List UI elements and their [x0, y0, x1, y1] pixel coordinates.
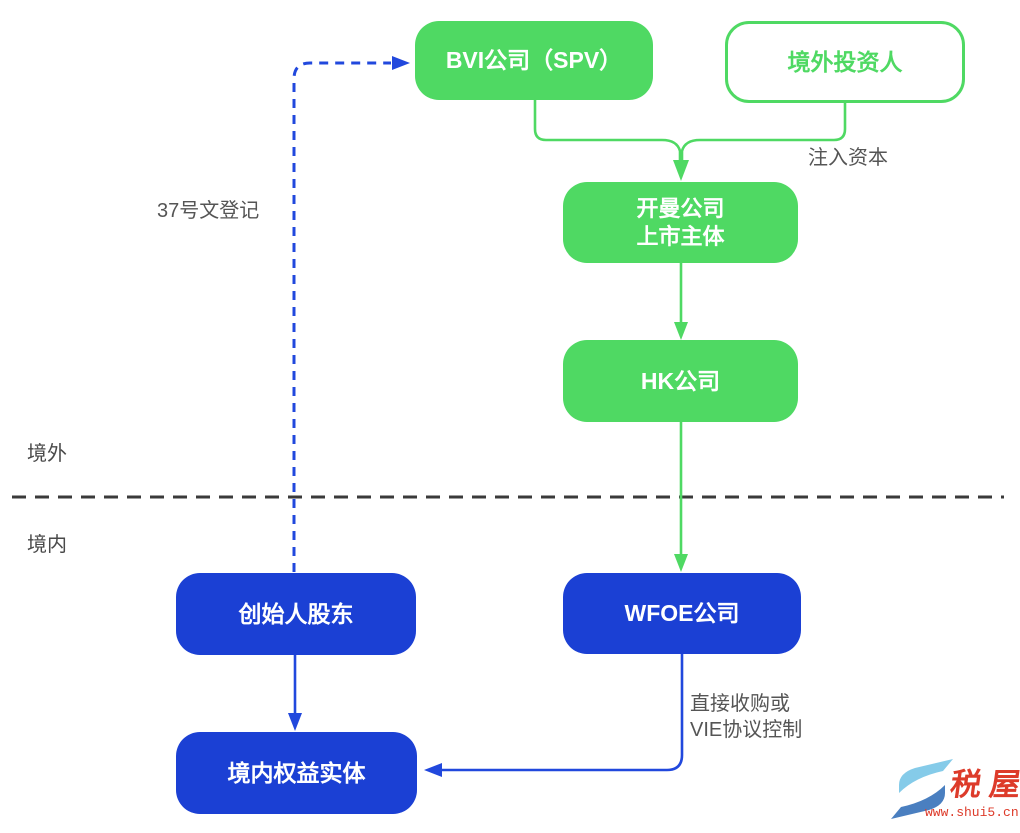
- shui5-watermark: 税屋 www.shui5.cn: [885, 753, 1020, 831]
- region-label-offshore: 境外: [27, 443, 67, 465]
- node-bvi-spv: BVI公司（SPV）: [415, 21, 653, 100]
- region-label-onshore: 境内: [27, 534, 67, 556]
- edge-wfoe-to-domestic: [424, 654, 684, 777]
- edge-label-acquire-line1: 直接收购或: [690, 693, 790, 715]
- edge-hk-to-wfoe: [674, 422, 688, 572]
- edge-label-acquire: 直接收购或 VIE协议控制: [690, 691, 802, 743]
- edge-cayman-to-hk: [674, 263, 688, 340]
- node-wfoe-company-label: WFOE公司: [624, 600, 740, 627]
- node-founder-shareholder-label: 创始人股东: [238, 600, 354, 627]
- shui5-brand-text: 税屋: [948, 767, 1020, 802]
- edge-bvi-investor-to-cayman: [533, 100, 847, 181]
- edge-label-inject-capital: 注入资本: [808, 147, 888, 169]
- node-bvi-spv-label: BVI公司（SPV）: [445, 47, 623, 74]
- node-wfoe-company: WFOE公司: [563, 573, 801, 654]
- node-offshore-investor-label: 境外投资人: [787, 48, 903, 75]
- edge-founder-to-bvi-dashed: [292, 56, 410, 572]
- edge-founder-to-domestic: [288, 655, 302, 731]
- node-hk-company: HK公司: [563, 340, 798, 422]
- edge-label-acquire-line2: VIE协议控制: [690, 719, 803, 741]
- shui5-s-logo-icon: [891, 759, 953, 819]
- node-cayman-line1: 开曼公司: [636, 196, 725, 221]
- node-cayman-listing: 开曼公司 上市主体: [563, 182, 798, 263]
- node-cayman-line2: 上市主体: [636, 223, 725, 249]
- edge-label-reg37: 37号文登记: [157, 200, 260, 222]
- node-hk-company-label: HK公司: [640, 367, 721, 394]
- node-domestic-equity-entity: 境内权益实体: [176, 732, 417, 814]
- node-domestic-equity-entity-label: 境内权益实体: [227, 759, 366, 786]
- node-founder-shareholder: 创始人股东: [176, 573, 416, 655]
- node-offshore-investor: 境外投资人: [725, 21, 965, 103]
- shui5-url-text: www.shui5.cn: [925, 805, 1019, 820]
